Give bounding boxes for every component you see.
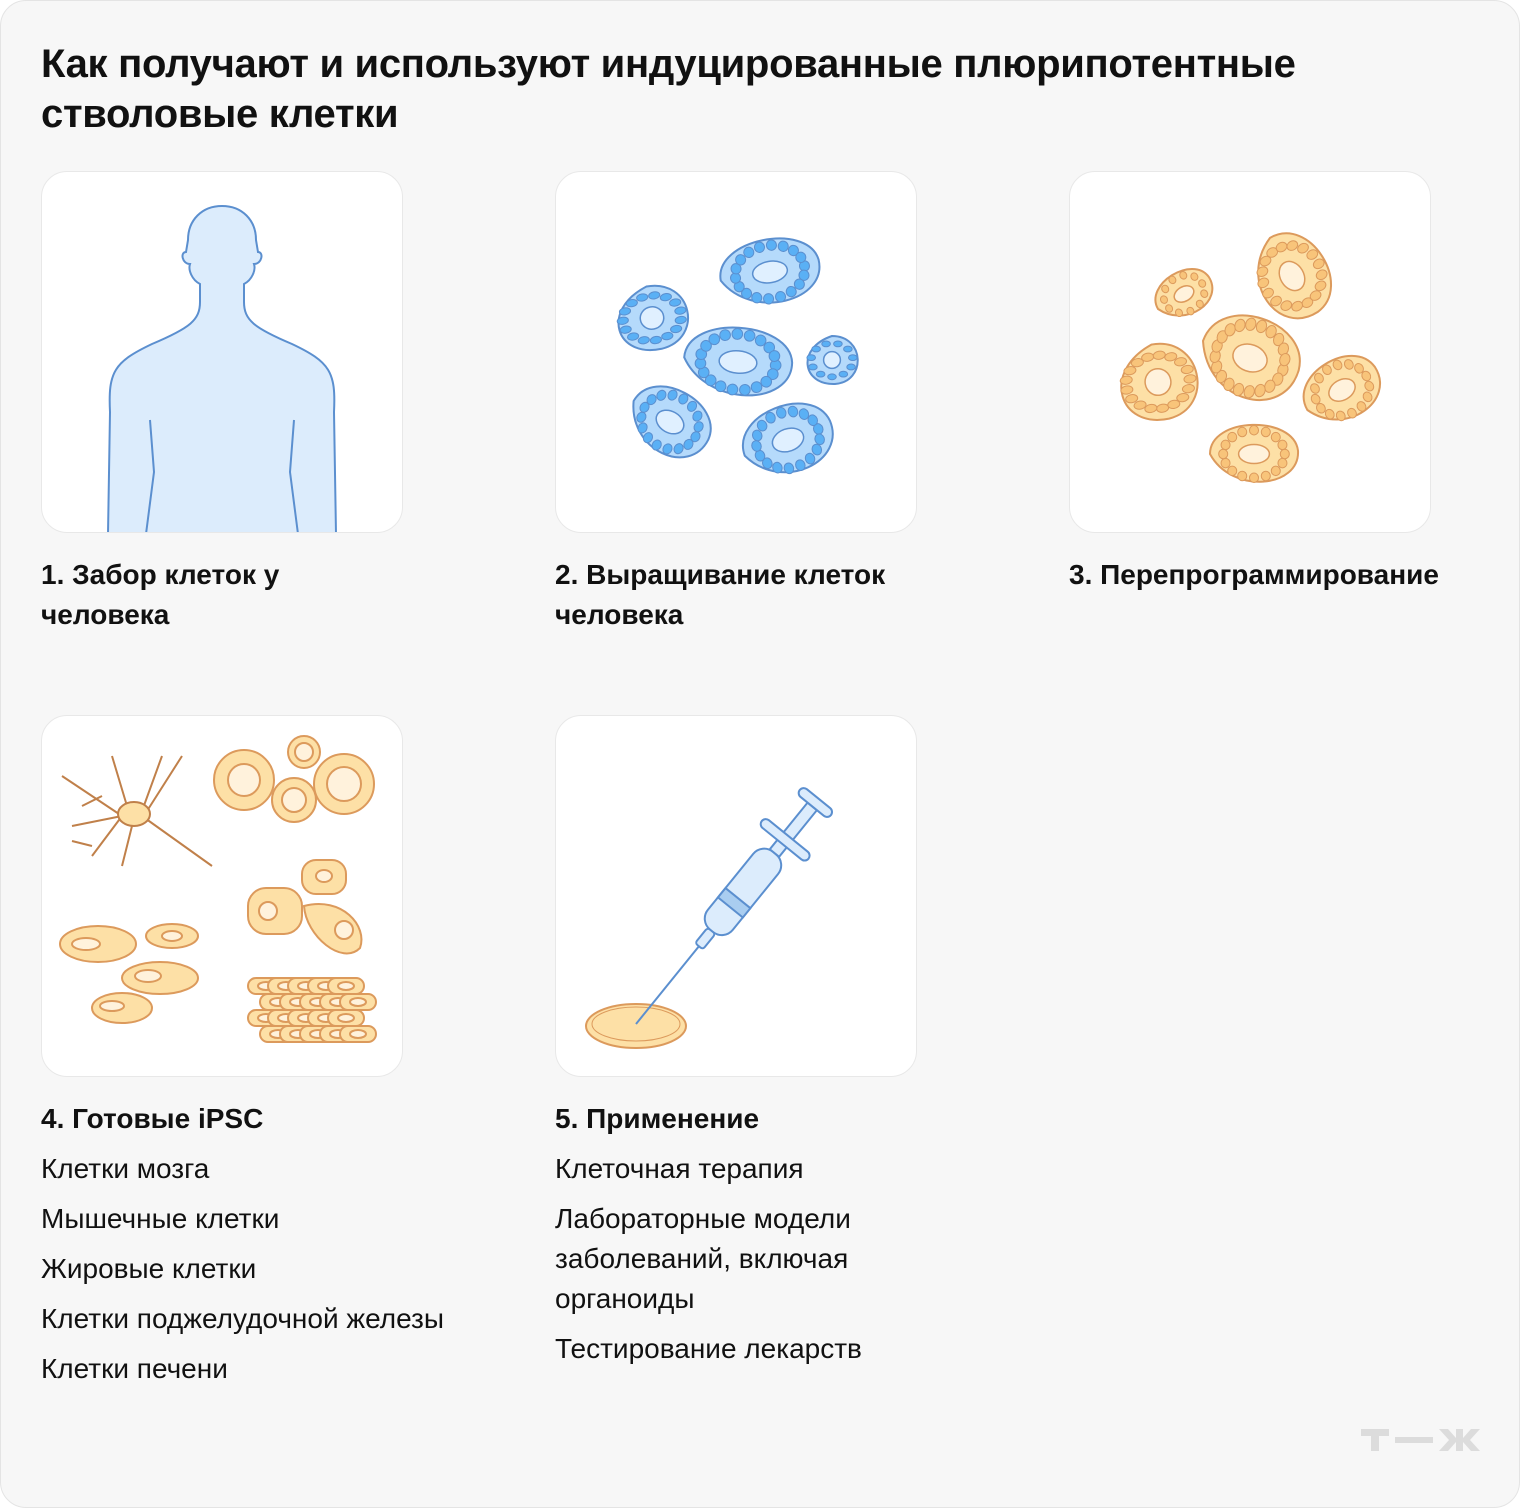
card-blue-cells [555,171,917,533]
cell [1256,232,1332,320]
human-silhouette-icon [107,204,337,532]
cell [806,334,859,386]
liver-cell [327,977,365,995]
cell [1202,314,1301,401]
card-application [555,715,917,1077]
list-item: Клетки печени [41,1353,228,1384]
card-ipsc [41,715,403,1077]
list-item: Тестирование лекарств [555,1333,862,1364]
list-item: Клетки мозга [41,1153,210,1184]
list-item: Жировые клетки [41,1253,257,1284]
fat-cells-icon [213,735,375,823]
page-title: Как получают и используют индуцированные… [41,42,1296,136]
list-item: Лабораторные модели заболеваний, включая… [555,1203,851,1314]
step-1-caption: 1. Забор клеток у человека [41,559,280,630]
muscle-cells-icon [59,923,199,1024]
step-4-caption: 4. Готовые iPSC [41,1103,264,1134]
petri-dish-icon [585,1003,687,1049]
cell [1119,342,1199,421]
cell [632,385,712,459]
cell [1302,354,1381,422]
list-item: Клеточная терапия [555,1153,804,1184]
application-list: Клеточная терапия Лабораторные модели за… [555,1149,885,1379]
blue-cells-icon [616,237,859,475]
cell [741,402,834,475]
card-orange-cells [1069,171,1431,533]
cell [616,284,689,352]
tzh-logo [1361,1429,1480,1451]
cell [1208,423,1300,484]
step-2-caption: 2. Выращивание клеток человека [555,559,886,630]
liver-cell [339,1025,377,1043]
cell [683,326,794,397]
pancreas-cells-icon [247,859,363,955]
neuron-icon [61,755,213,867]
cell [1154,268,1214,318]
differentiated-cells-icon [59,735,377,1043]
step-5-caption: 5. Применение [555,1103,760,1134]
orange-cells-icon [1119,232,1381,484]
list-item: Клетки поджелудочной железы [41,1303,444,1334]
liver-cell [327,1009,365,1027]
list-item: Мышечные клетки [41,1203,280,1234]
card-human [41,171,403,533]
liver-cell [339,993,377,1011]
syringe-icon [585,787,834,1049]
cell [719,237,821,305]
liver-cells-icon [247,977,377,1043]
ipsc-list: Клетки мозга Мышечные клетки Жировые кле… [41,1149,511,1399]
step-3-caption: 3. Перепрограммирование [1069,559,1439,590]
